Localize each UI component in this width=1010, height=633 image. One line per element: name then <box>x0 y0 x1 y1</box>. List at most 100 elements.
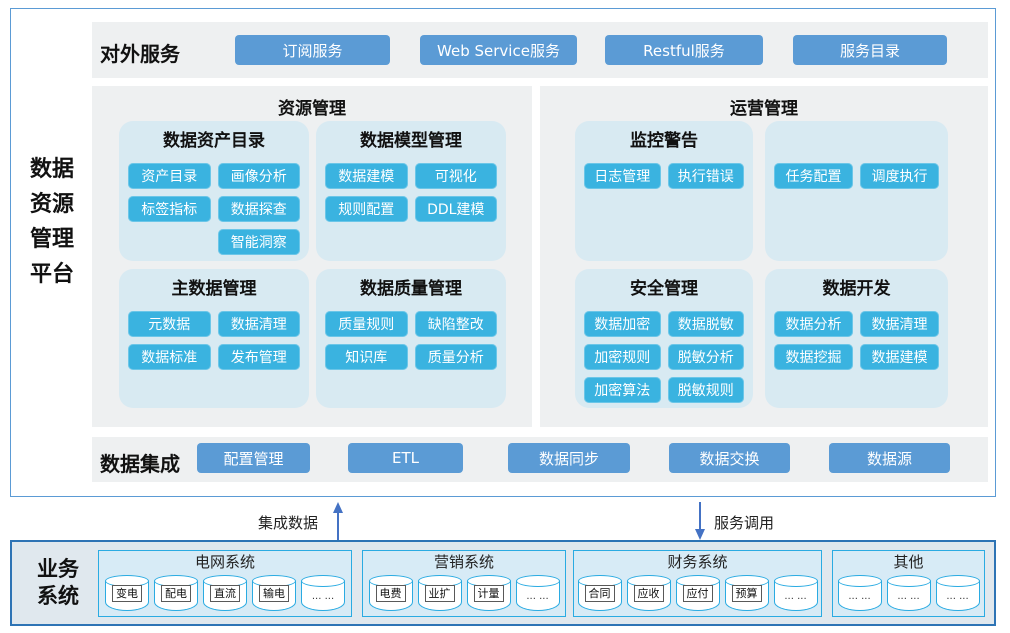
marketing-system-title: 营销系统 <box>433 553 494 571</box>
database-cylinder: 变电 <box>105 575 149 613</box>
encryption-rules-button[interactable]: 加密规则 <box>584 344 661 370</box>
restful-service-button[interactable]: Restful服务 <box>605 35 763 65</box>
db-label: 应收 <box>633 585 664 602</box>
db-label: ... ... <box>946 591 969 602</box>
finance-system-title: 财务系统 <box>667 553 728 571</box>
db-label: ... ... <box>526 591 549 602</box>
data-development-box: 数据开发 数据分析 数据清理 数据挖掘 数据建模 <box>765 269 948 408</box>
up-arrow-icon <box>333 502 343 540</box>
quality-analysis-button[interactable]: 质量分析 <box>414 344 497 370</box>
data-cleaning-button[interactable]: 数据清理 <box>217 311 300 337</box>
ddl-modeling-button[interactable]: DDL建模 <box>414 196 497 222</box>
defect-fix-button[interactable]: 缺陷整改 <box>414 311 497 337</box>
data-modeling-dev-button[interactable]: 数据建模 <box>860 344 939 370</box>
visualization-button[interactable]: 可视化 <box>414 163 497 189</box>
schedule-execution-button[interactable]: 调度执行 <box>860 163 939 189</box>
db-label: 应付 <box>682 585 713 602</box>
cylinder-body <box>515 581 560 611</box>
db-label: 电费 <box>375 585 406 602</box>
data-mining-button[interactable]: 数据挖掘 <box>774 344 853 370</box>
database-cylinder: ... ... <box>886 575 931 613</box>
data-development-title: 数据开发 <box>822 279 891 299</box>
database-cylinder: 输电 <box>252 575 296 613</box>
knowledge-base-button[interactable]: 知识库 <box>325 344 408 370</box>
smart-insight-button[interactable]: 智能洞察 <box>217 229 300 255</box>
service-call-label: 服务调用 <box>714 514 775 532</box>
data-exploration-button[interactable]: 数据探查 <box>217 196 300 222</box>
profile-analysis-button[interactable]: 画像分析 <box>217 163 300 189</box>
data-source-button[interactable]: 数据源 <box>829 443 950 473</box>
db-label: 变电 <box>112 585 142 602</box>
data-asset-catalog-box: 数据资产目录 资产目录 画像分析 标签指标 数据探查 智能洞察 <box>119 121 309 261</box>
data-model-box: 数据模型管理 数据建模 可视化 规则配置 DDL建模 <box>316 121 506 261</box>
task-scheduling-box: 任务配置 调度执行 <box>765 121 948 261</box>
db-label: 合同 <box>584 585 615 602</box>
encryption-algorithm-button[interactable]: 加密算法 <box>584 377 661 403</box>
security-management-title: 安全管理 <box>630 279 698 299</box>
asset-catalog-button[interactable]: 资产目录 <box>128 163 211 189</box>
metadata-button[interactable]: 元数据 <box>128 311 211 337</box>
data-sync-button[interactable]: 数据同步 <box>508 443 630 473</box>
database-cylinder: 预算 <box>724 575 769 613</box>
marketing-system-group: 营销系统 电费 业扩 计量 ... ... <box>362 550 566 617</box>
db-label: ... ... <box>784 591 807 602</box>
config-management-button[interactable]: 配置管理 <box>197 443 310 473</box>
db-label: 输电 <box>259 585 289 602</box>
database-cylinder: ... ... <box>515 575 560 613</box>
database-cylinder: ... ... <box>837 575 882 613</box>
data-asset-catalog-title: 数据资产目录 <box>163 131 265 151</box>
database-cylinder: ... ... <box>773 575 818 613</box>
data-cleaning-dev-button[interactable]: 数据清理 <box>860 311 939 337</box>
data-masking-button[interactable]: 数据脱敏 <box>667 311 744 337</box>
other-systems-group: 其他 ... ... ... ... ... ... <box>832 550 985 617</box>
masking-analysis-button[interactable]: 脱敏分析 <box>667 344 744 370</box>
data-encryption-button[interactable]: 数据加密 <box>584 311 661 337</box>
data-integration-label: 数据集成 <box>100 452 180 476</box>
platform-title-line: 管理 <box>29 227 74 252</box>
rule-config-button[interactable]: 规则配置 <box>325 196 408 222</box>
database-cylinder: ... ... <box>935 575 980 613</box>
data-quality-title: 数据质量管理 <box>360 279 462 299</box>
data-exchange-button[interactable]: 数据交换 <box>669 443 790 473</box>
platform-title-line: 平台 <box>29 262 74 287</box>
cylinder-top <box>301 575 345 587</box>
master-data-title: 主数据管理 <box>171 279 257 299</box>
db-label: ... ... <box>311 591 335 602</box>
database-cylinder: 计量 <box>466 575 511 613</box>
platform-title-line: 资源 <box>29 192 74 217</box>
data-model-title: 数据模型管理 <box>360 131 462 151</box>
data-modeling-button[interactable]: 数据建模 <box>325 163 408 189</box>
subscription-service-button[interactable]: 订阅服务 <box>235 35 390 65</box>
monitoring-alert-title: 监控警告 <box>630 131 698 151</box>
release-management-button[interactable]: 发布管理 <box>217 344 300 370</box>
cylinder-body <box>301 581 345 611</box>
cylinder-top <box>773 575 818 587</box>
external-services-label: 对外服务 <box>100 42 180 66</box>
db-label: 直流 <box>210 585 240 602</box>
resource-management-title: 资源管理 <box>278 99 346 119</box>
data-quality-box: 数据质量管理 质量规则 缺陷整改 知识库 质量分析 <box>316 269 506 408</box>
db-label: 计量 <box>473 585 504 602</box>
tag-metrics-button[interactable]: 标签指标 <box>128 196 211 222</box>
master-data-box: 主数据管理 元数据 数据清理 数据标准 发布管理 <box>119 269 309 408</box>
task-config-button[interactable]: 任务配置 <box>774 163 853 189</box>
operation-management-title: 运营管理 <box>730 99 798 119</box>
service-catalog-button[interactable]: 服务目录 <box>793 35 947 65</box>
etl-button[interactable]: ETL <box>348 443 463 473</box>
database-cylinder: 配电 <box>154 575 198 613</box>
masking-rules-button[interactable]: 脱敏规则 <box>667 377 744 403</box>
log-management-button[interactable]: 日志管理 <box>584 163 661 189</box>
monitoring-alert-box: 监控警告 日志管理 执行错误 <box>575 121 753 261</box>
database-cylinder: 直流 <box>203 575 247 613</box>
web-service-button[interactable]: Web Service服务 <box>420 35 577 65</box>
db-label: 业扩 <box>424 585 455 602</box>
execution-errors-button[interactable]: 执行错误 <box>667 163 744 189</box>
data-analysis-button[interactable]: 数据分析 <box>774 311 853 337</box>
other-systems-title: 其他 <box>893 553 924 571</box>
finance-system-group: 财务系统 合同 应收 应付 预算 <box>573 550 822 617</box>
data-standard-button[interactable]: 数据标准 <box>128 344 211 370</box>
quality-rules-button[interactable]: 质量规则 <box>325 311 408 337</box>
db-label: ... ... <box>848 591 871 602</box>
platform-title-line: 数据 <box>29 157 74 182</box>
